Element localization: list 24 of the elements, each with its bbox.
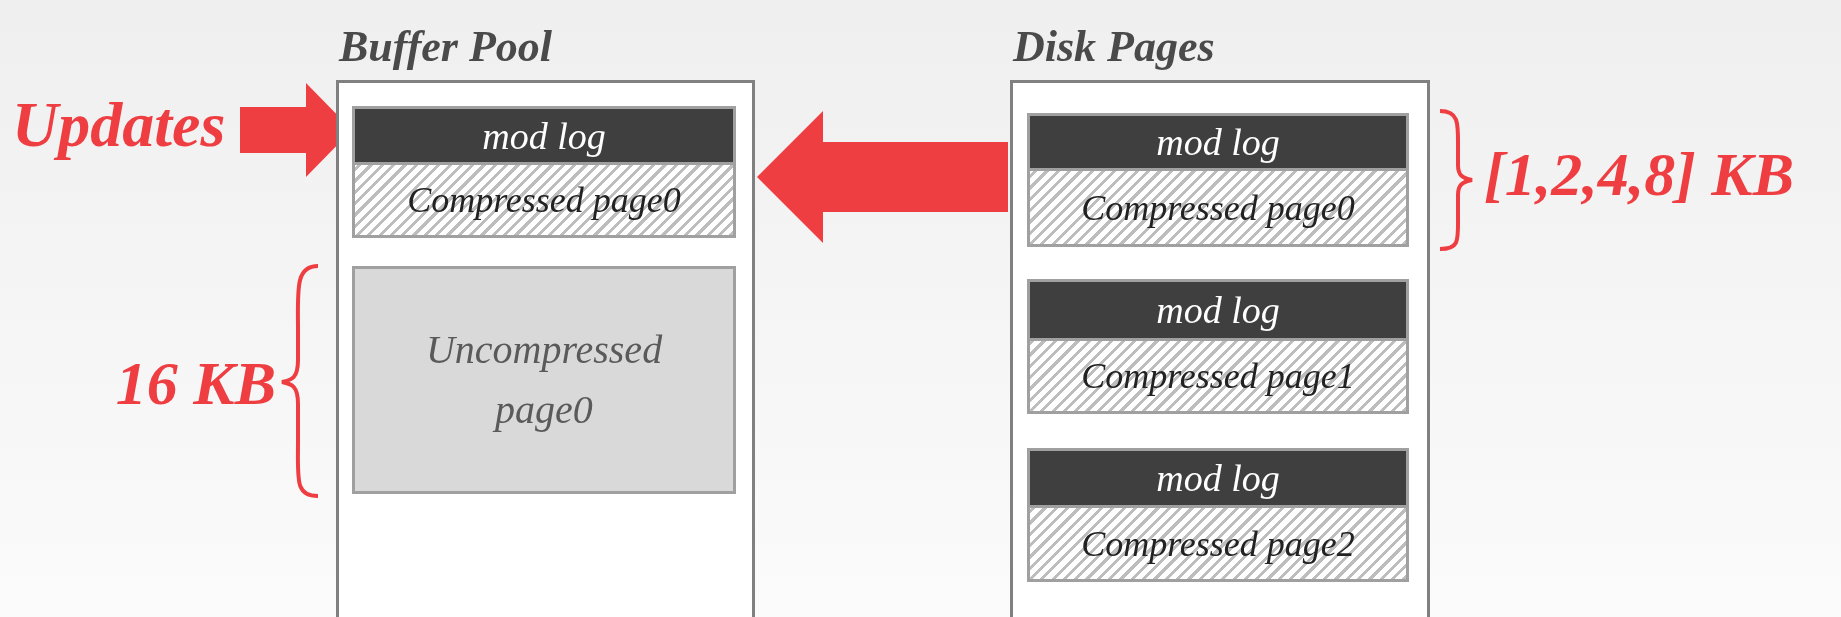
compressed-page-box [1027, 338, 1409, 414]
log-bar [352, 106, 736, 162]
node-label: mod log [1156, 456, 1280, 500]
node-title: Buffer Pool [339, 21, 553, 72]
node-label: mod log [1156, 120, 1280, 164]
node-label: Compressed page0 [407, 179, 681, 221]
node-label: Compressed page0 [1081, 186, 1355, 229]
log-bar [1027, 279, 1409, 338]
node-label: Compressed page1 [1081, 355, 1355, 397]
node-label: mod log [1156, 288, 1280, 332]
uncompressed-page-box [352, 266, 736, 494]
node-label: Uncompressed page0 [424, 326, 664, 434]
node-label: Compressed page2 [1081, 522, 1355, 565]
compressed-page-box [1027, 505, 1409, 582]
size-label: [1,2,4,8] KB [1484, 138, 1794, 210]
log-bar [1027, 113, 1409, 168]
node-label: mod log [482, 113, 606, 158]
size-label: 16 KB [115, 347, 276, 419]
node-label: Updates [12, 88, 226, 162]
compressed-page-box [352, 162, 736, 238]
node-title: Disk Pages [1013, 21, 1215, 72]
compressed-page-box [1027, 168, 1409, 247]
arrow [757, 111, 1008, 243]
log-bar [1027, 448, 1409, 505]
